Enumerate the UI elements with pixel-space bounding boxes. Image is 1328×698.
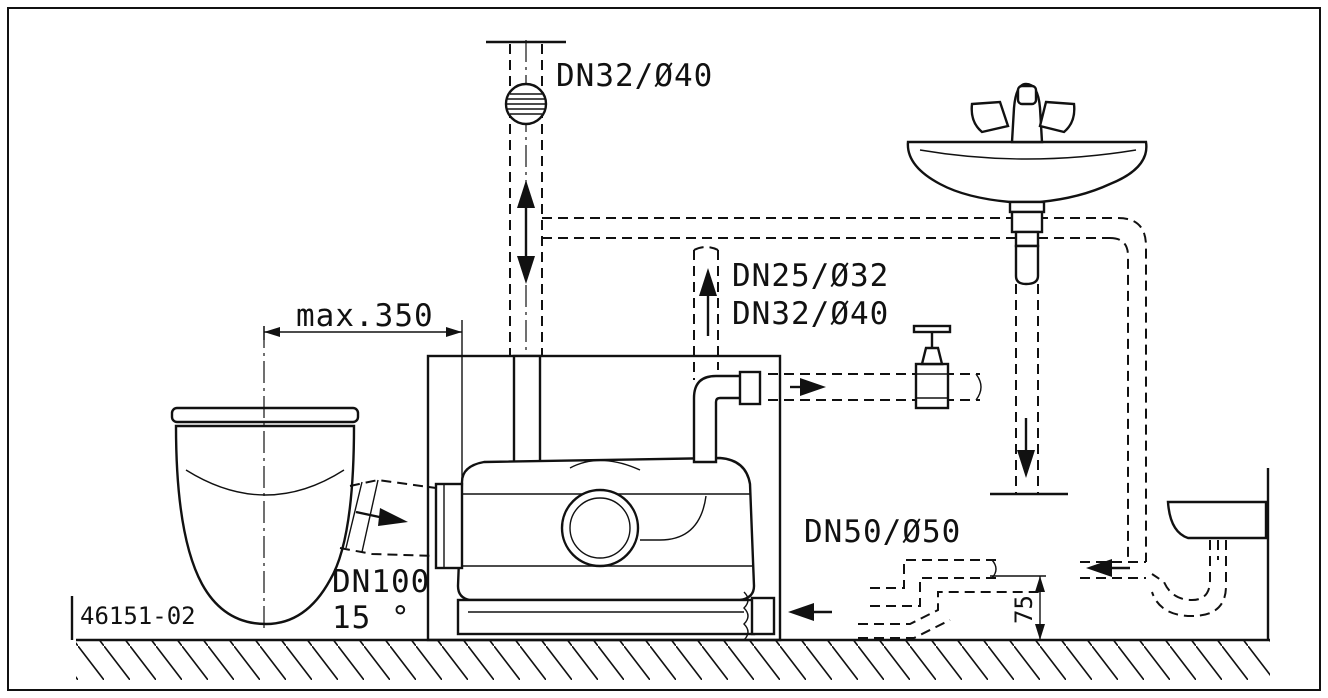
vent-double-arrow: [517, 180, 535, 284]
label-inlet-size-1: DN25/Ø32: [732, 258, 889, 294]
label-toilet-pipe-size: DN100: [332, 564, 430, 600]
label-inlet-height: 75: [1010, 595, 1038, 624]
washbasin: [906, 82, 1148, 496]
right-basin-trap: [1151, 500, 1268, 618]
distance-dimension: [263, 320, 463, 482]
pump-housing-box: [426, 354, 782, 642]
shutoff-valve: [768, 324, 982, 410]
low-side-inlet: [788, 559, 1130, 640]
vent-pipe: [486, 40, 566, 356]
figure-id: 46151-02: [80, 602, 196, 630]
wall-hung-toilet: [170, 326, 437, 628]
pump-unit: [434, 354, 776, 641]
drawing-frame: [7, 7, 1321, 691]
label-max-distance: max.350: [296, 298, 434, 334]
label-inlet-size-2: DN32/Ø40: [732, 296, 889, 332]
floor: [70, 468, 1270, 680]
label-vent-size: DN32/Ø40: [556, 58, 713, 94]
label-side-inlet-size: DN50/Ø50: [804, 514, 961, 550]
label-toilet-pipe-angle: 15 °: [332, 600, 411, 636]
upper-side-inlet-pipe: [693, 246, 719, 380]
